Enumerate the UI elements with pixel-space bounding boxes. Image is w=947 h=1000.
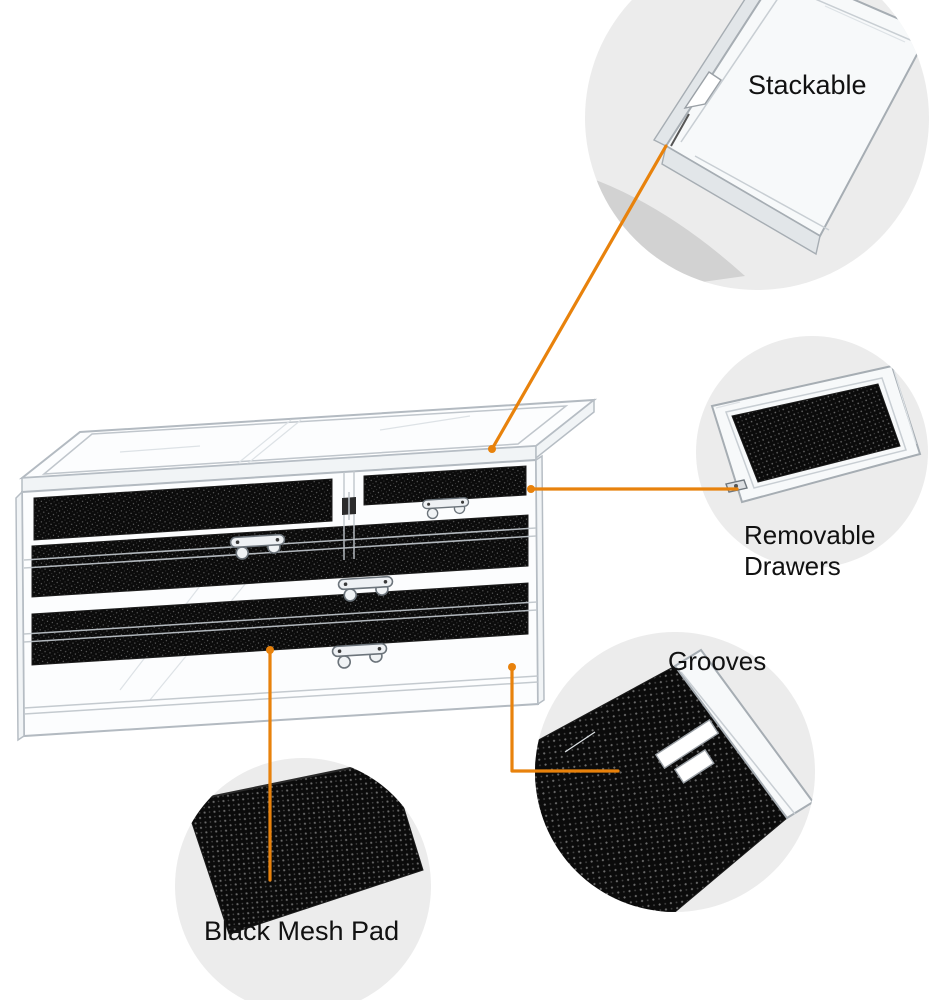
black-mesh-pad-callout-circle xyxy=(175,758,431,1000)
drawer-divider-clasp xyxy=(342,492,356,520)
removable-drawers-callout-circle xyxy=(696,336,928,568)
drawer-handle-middle xyxy=(337,575,395,603)
stacking-groove-notch xyxy=(683,71,722,110)
removable-drawers-label-line1: Removable xyxy=(744,520,876,550)
connector-endpoint-dot xyxy=(527,485,535,493)
removable-drawers-label-line2: Drawers xyxy=(744,551,841,581)
drawer-handle-bottom xyxy=(331,642,389,670)
drawer-separators xyxy=(23,471,539,715)
mesh-pad-bottom-drawer xyxy=(31,582,529,666)
drawer-mesh-pads xyxy=(31,465,529,666)
mesh-pad-middle-drawer xyxy=(31,514,529,598)
mesh-pad-closeup xyxy=(184,759,424,935)
removable-drawer-closeup xyxy=(710,364,922,504)
mesh-pad-top-left-drawer xyxy=(33,478,333,541)
grooves-label: Grooves xyxy=(668,646,767,676)
connector-endpoint-dot xyxy=(488,445,496,453)
lid-corner-closeup xyxy=(585,0,929,290)
removable-drawers-label: Removable Drawers xyxy=(744,520,876,582)
connector-endpoint-dot xyxy=(266,646,274,654)
stackable-callout-circle xyxy=(585,0,929,290)
black-mesh-pad-label: Black Mesh Pad xyxy=(204,916,400,946)
connector-endpoint-dot xyxy=(508,663,516,671)
organizer-lid xyxy=(18,398,598,493)
drawer-handle-top-left xyxy=(229,533,287,561)
stackable-label: Stackable xyxy=(748,70,867,100)
organizer-body xyxy=(15,454,545,742)
mesh-pad-top-right-drawer xyxy=(363,465,527,506)
groove-notch xyxy=(654,718,720,784)
drawer-handle-top-right xyxy=(421,496,471,520)
